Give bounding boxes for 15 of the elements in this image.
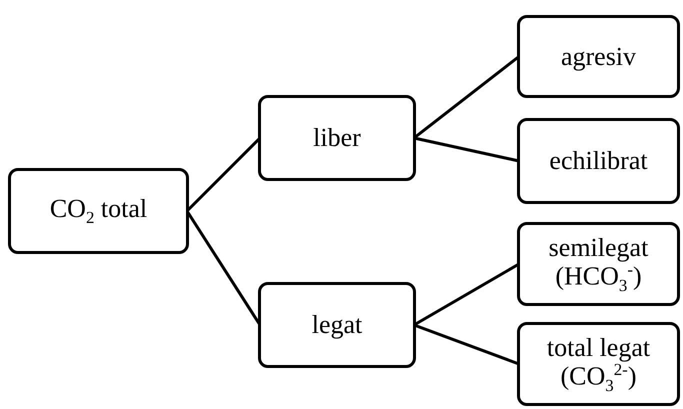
process-box: [517, 15, 680, 98]
node-label: echilibrat: [549, 147, 648, 175]
node-label: liber: [313, 124, 361, 152]
node-label: semilegat (HCO$_{3}$$^{-}$): [548, 234, 650, 294]
process-box: [517, 222, 680, 306]
process-box: [517, 118, 680, 204]
process-box: [258, 282, 416, 368]
node-label: legat: [312, 311, 362, 339]
node-label: agresiv: [560, 42, 636, 70]
connector-line: [414, 136, 520, 162]
node-label: CO$_{2}$ total: [50, 195, 148, 227]
node-label: total legat (CO$_{3}$$^{2-}$): [546, 334, 652, 394]
process-box: [8, 168, 189, 254]
process-box: [258, 95, 416, 181]
process-box: [517, 322, 680, 406]
